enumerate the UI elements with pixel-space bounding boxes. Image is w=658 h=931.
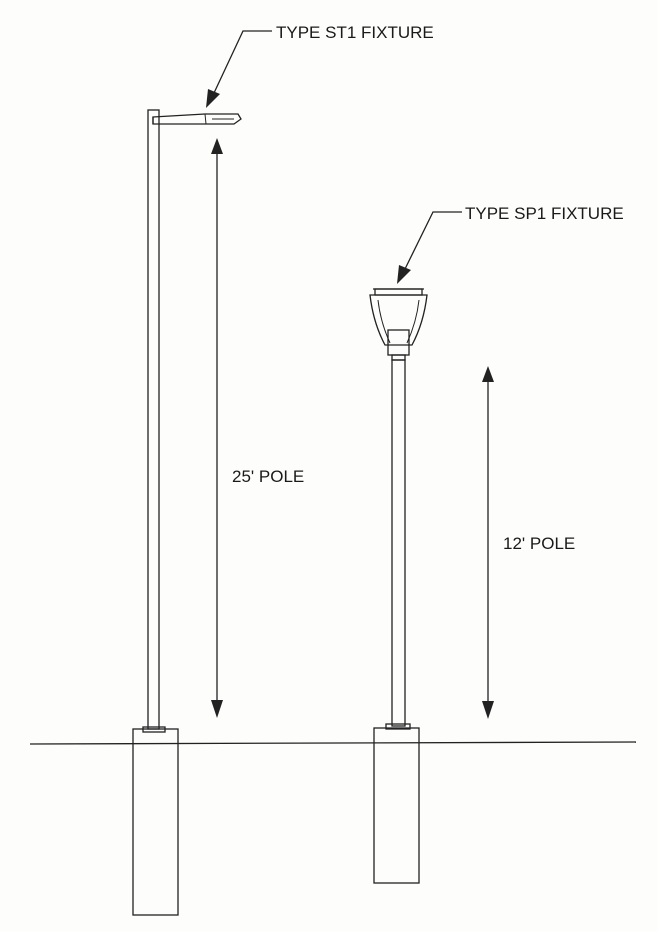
st1-pole-shaft (147, 109, 160, 730)
pole-12-dimension-arrow (482, 366, 494, 719)
st1-pole-assembly (132, 109, 242, 916)
ground-line (29, 741, 637, 745)
st1-leader-arrow (206, 30, 272, 108)
sp1-pole-assembly (369, 288, 428, 884)
pole-12-label: 12' POLE (503, 534, 575, 553)
sp1-fixture-label: TYPE SP1 FIXTURE (465, 204, 624, 223)
sp1-leader-arrow (397, 211, 462, 284)
st1-concrete-foundation (132, 728, 179, 916)
sp1-pole-base-plate (385, 723, 411, 730)
sp1-pole-shaft (391, 359, 406, 727)
pole-25-dimension-arrow (211, 138, 223, 718)
st1-fixture-label: TYPE ST1 FIXTURE (276, 23, 434, 42)
pole-25-label: 25' POLE (232, 467, 304, 486)
sp1-concrete-foundation (373, 727, 420, 884)
st1-fixture-head (152, 113, 242, 125)
sp1-fixture-head (369, 288, 428, 361)
